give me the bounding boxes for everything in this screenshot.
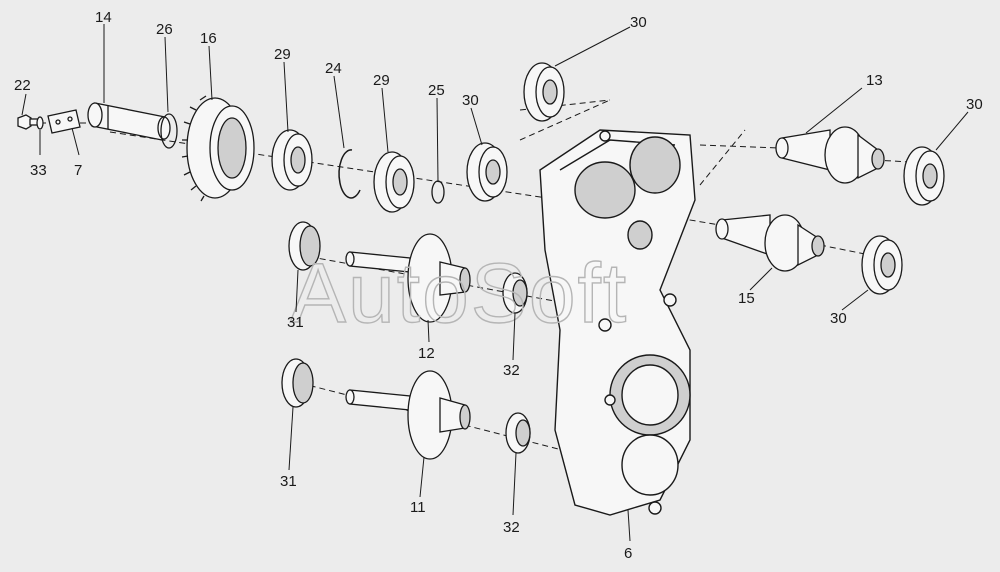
callout-32-a: 32: [503, 362, 520, 379]
part-22-bolt: [17, 114, 40, 130]
callout-31-a: 31: [287, 314, 304, 331]
part-25-small-ring: [431, 180, 445, 204]
callout-30-b: 30: [630, 14, 647, 31]
part-31-seal-b: [281, 358, 314, 408]
callout-labels: 14 26 16 29 24 29 25 30 30 13 30 22 33 7…: [14, 9, 983, 562]
callout-31-b: 31: [280, 473, 297, 490]
watermark-text: AutoSoft: [290, 246, 628, 340]
part-29-bearing-a: [271, 129, 313, 191]
part-24-snap-ring: [338, 149, 361, 199]
callout-14: 14: [95, 9, 112, 26]
callout-6: 6: [624, 545, 632, 562]
callout-32-b: 32: [503, 519, 520, 536]
callout-29-b: 29: [373, 72, 390, 89]
leader-lines: [21, 24, 969, 542]
callout-30-c: 30: [966, 96, 983, 113]
callout-11: 11: [410, 499, 426, 516]
part-31-seal-a: [288, 221, 321, 271]
part-6-gear-housing: [539, 129, 696, 516]
part-29-bearing-b: [373, 151, 415, 213]
callout-22: 22: [14, 77, 31, 94]
part-12-gear-shaft: [345, 233, 471, 323]
part-30-bearing-b: [523, 62, 565, 122]
part-33-washer: [36, 116, 44, 130]
part-30-bearing-a: [466, 142, 508, 202]
part-30-bearing-c: [903, 146, 945, 206]
callout-16: 16: [200, 30, 217, 47]
part-14-axle: [87, 102, 171, 141]
callout-7: 7: [74, 162, 82, 179]
callout-12: 12: [418, 345, 435, 362]
callout-26: 26: [156, 21, 173, 38]
part-11-gear-shaft: [345, 370, 471, 460]
part-32-bearing-b: [505, 412, 531, 454]
callout-24: 24: [325, 60, 342, 77]
part-7-lock-plate: [47, 109, 81, 134]
callout-30-d: 30: [830, 310, 847, 327]
callout-15: 15: [738, 290, 755, 307]
part-30-bearing-d: [861, 235, 903, 295]
part-13-input-shaft: [775, 126, 885, 184]
callout-33: 33: [30, 162, 47, 179]
callout-13: 13: [866, 72, 883, 89]
callout-25: 25: [428, 82, 445, 99]
callout-30-a: 30: [462, 92, 479, 109]
part-16-large-gear: [181, 95, 255, 202]
part-15-output-shaft: [715, 214, 825, 272]
callout-29-a: 29: [274, 46, 291, 63]
part-26-ring: [160, 113, 178, 149]
